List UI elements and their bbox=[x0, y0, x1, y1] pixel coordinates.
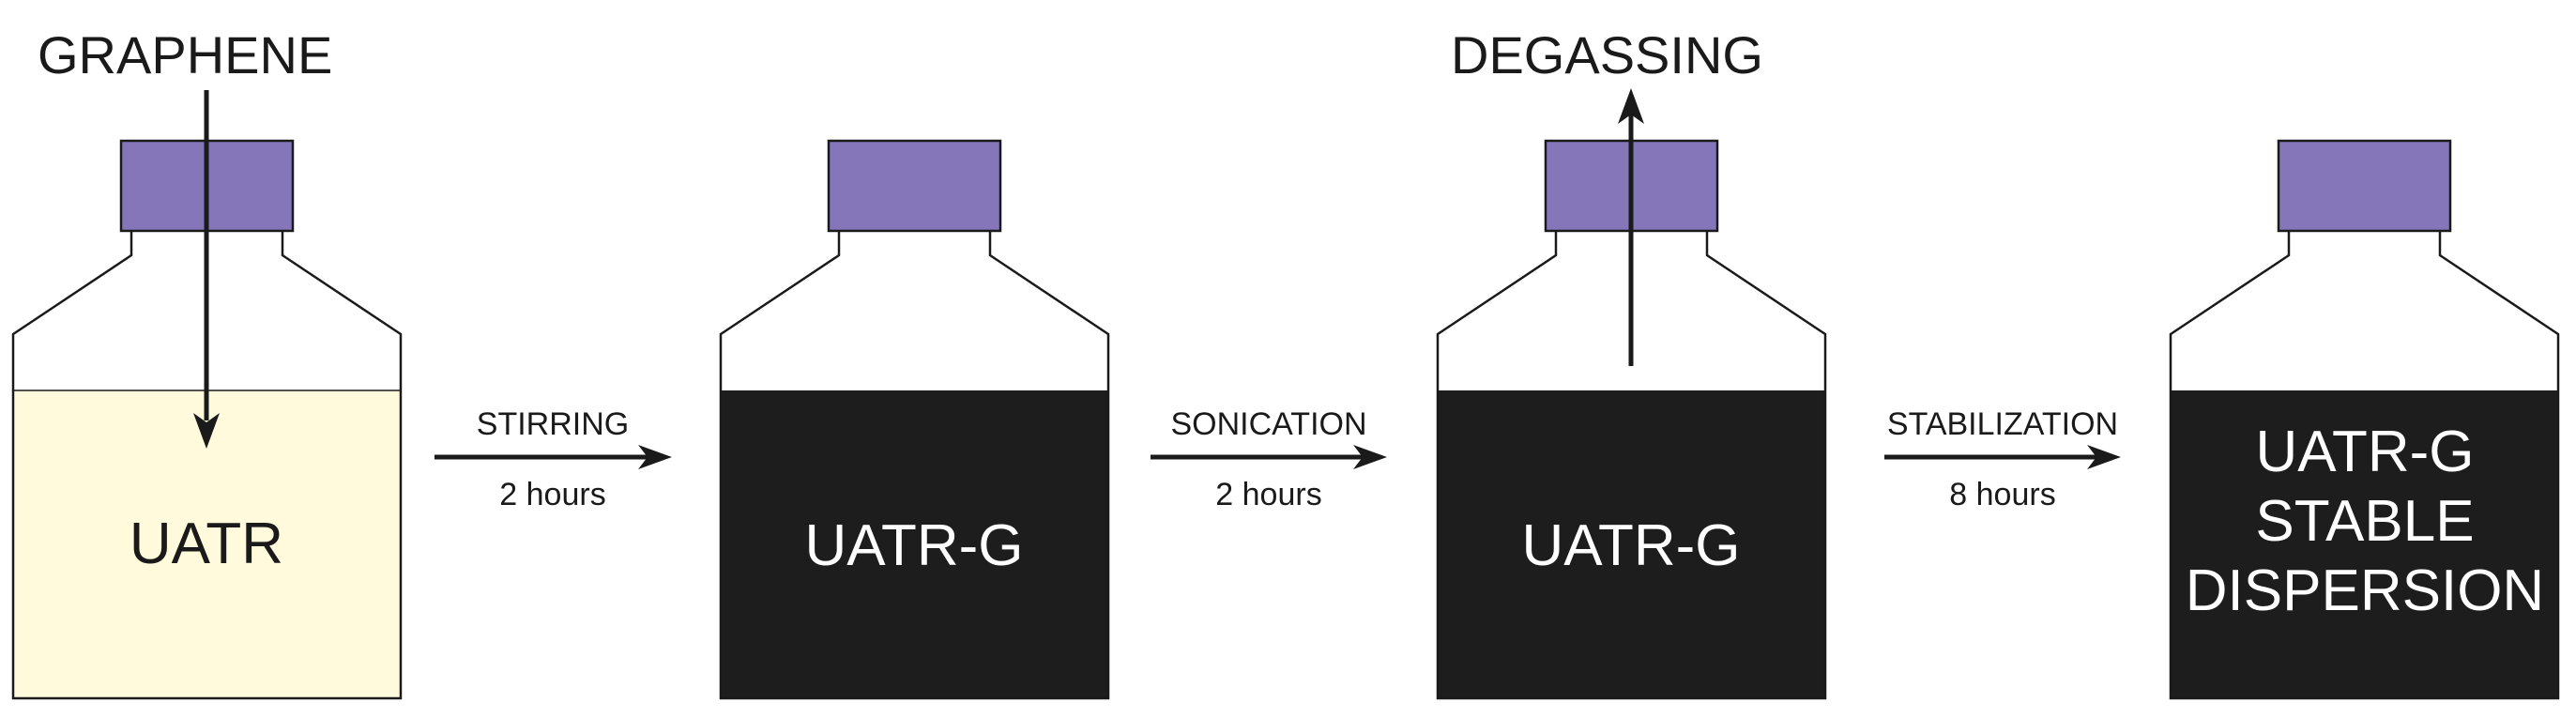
bottle-2-label-line-1: UATR-G bbox=[804, 513, 1023, 578]
step-2-process: SONICATION bbox=[1170, 406, 1366, 442]
bottle-4-cap bbox=[2277, 139, 2452, 233]
step-1-arrow-head bbox=[638, 445, 672, 469]
bottle-4: UATR-G STABLE DISPERSION bbox=[2169, 139, 2560, 700]
graphene-label: GRAPHENE bbox=[38, 25, 332, 84]
step-3-duration: 8 hours bbox=[1949, 477, 2055, 512]
bottle-4-liquid bbox=[2171, 390, 2558, 698]
step-3-arrow-head bbox=[2087, 445, 2121, 469]
bottle-4-label-line-2: STABLE bbox=[2255, 489, 2474, 554]
step-3: STABILIZATION 8 hours bbox=[1884, 406, 2121, 512]
step-1-duration: 2 hours bbox=[499, 477, 605, 512]
degassing-output: DEGASSING bbox=[1451, 25, 1763, 366]
graphene-input: GRAPHENE bbox=[38, 25, 332, 449]
bottle-2-cap bbox=[827, 139, 1002, 233]
step-1-process: STIRRING bbox=[477, 406, 629, 442]
degassing-arrow-head bbox=[1618, 88, 1644, 124]
step-2: SONICATION 2 hours bbox=[1151, 406, 1387, 512]
bottle-2-liquid bbox=[721, 390, 1108, 698]
step-1: STIRRING 2 hours bbox=[434, 406, 672, 512]
bottle-3-liquid bbox=[1438, 390, 1825, 698]
bottle-1-label-line-1: UATR bbox=[130, 512, 283, 576]
bottle-3-label-line-1: UATR-G bbox=[1521, 513, 1740, 578]
step-3-process: STABILIZATION bbox=[1887, 406, 2118, 442]
bottle-3-outline bbox=[1436, 231, 1827, 700]
bottle-4-label-line-3: DISPERSION bbox=[2186, 558, 2544, 623]
degassing-label: DEGASSING bbox=[1451, 25, 1763, 84]
step-2-duration: 2 hours bbox=[1215, 477, 1321, 512]
step-2-arrow-head bbox=[1353, 445, 1387, 469]
bottle-1-outline bbox=[11, 231, 403, 700]
bottle-2-outline bbox=[719, 231, 1110, 700]
bottle-4-label-line-1: UATR-G bbox=[2255, 420, 2474, 484]
bottle-2: UATR-G bbox=[719, 139, 1110, 700]
graphene-arrow-head bbox=[193, 413, 220, 449]
bottle-4-outline bbox=[2169, 231, 2560, 700]
